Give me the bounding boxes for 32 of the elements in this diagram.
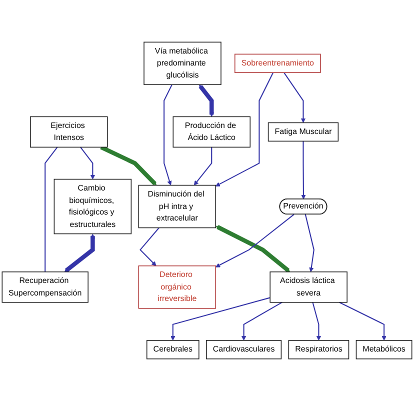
arrow: [194, 147, 212, 186]
arrow: [164, 84, 172, 186]
node-box: Recuperación Supercompensación: [2, 271, 88, 303]
arrow: [140, 227, 160, 266]
arrow: [100, 145, 157, 186]
arrow: [304, 214, 314, 272]
node-box: Cerebrales: [146, 340, 200, 360]
arrow: [312, 302, 322, 341]
arrow: [215, 214, 294, 268]
node-box: Vía metabólica predominante glucólisis: [144, 42, 222, 86]
arrow: [284, 72, 306, 123]
node-box: Fatiga Muscular: [268, 122, 339, 142]
arrow: [301, 141, 306, 200]
node-box: Producción de Ácido Láctico: [172, 116, 251, 148]
node-box: Cambio bioquímicos, fisiológicos y estructurales: [54, 178, 132, 234]
node-box: Disminución del pH intra y extracelular: [138, 184, 216, 228]
node-box: Metabólicos: [356, 340, 412, 360]
arrow: [80, 146, 96, 180]
arrow: [241, 302, 282, 341]
node-box: Respiratorios: [288, 340, 350, 360]
arrow: [198, 84, 214, 117]
node-box: Sobreentrenamiento: [234, 54, 321, 73]
connector: [44, 146, 58, 272]
arrow: [170, 297, 270, 341]
arrow: [215, 72, 274, 186]
node-box: Acidosis láctica severa: [270, 271, 348, 303]
node-box: Ejercicios Intensos: [30, 116, 108, 148]
arrow: [339, 302, 386, 341]
node-box: Cardiovasculares: [206, 340, 282, 360]
arrow: [216, 225, 290, 272]
arrow: [64, 234, 96, 272]
node-box: Deterioro orgánico irreversible: [138, 265, 216, 309]
